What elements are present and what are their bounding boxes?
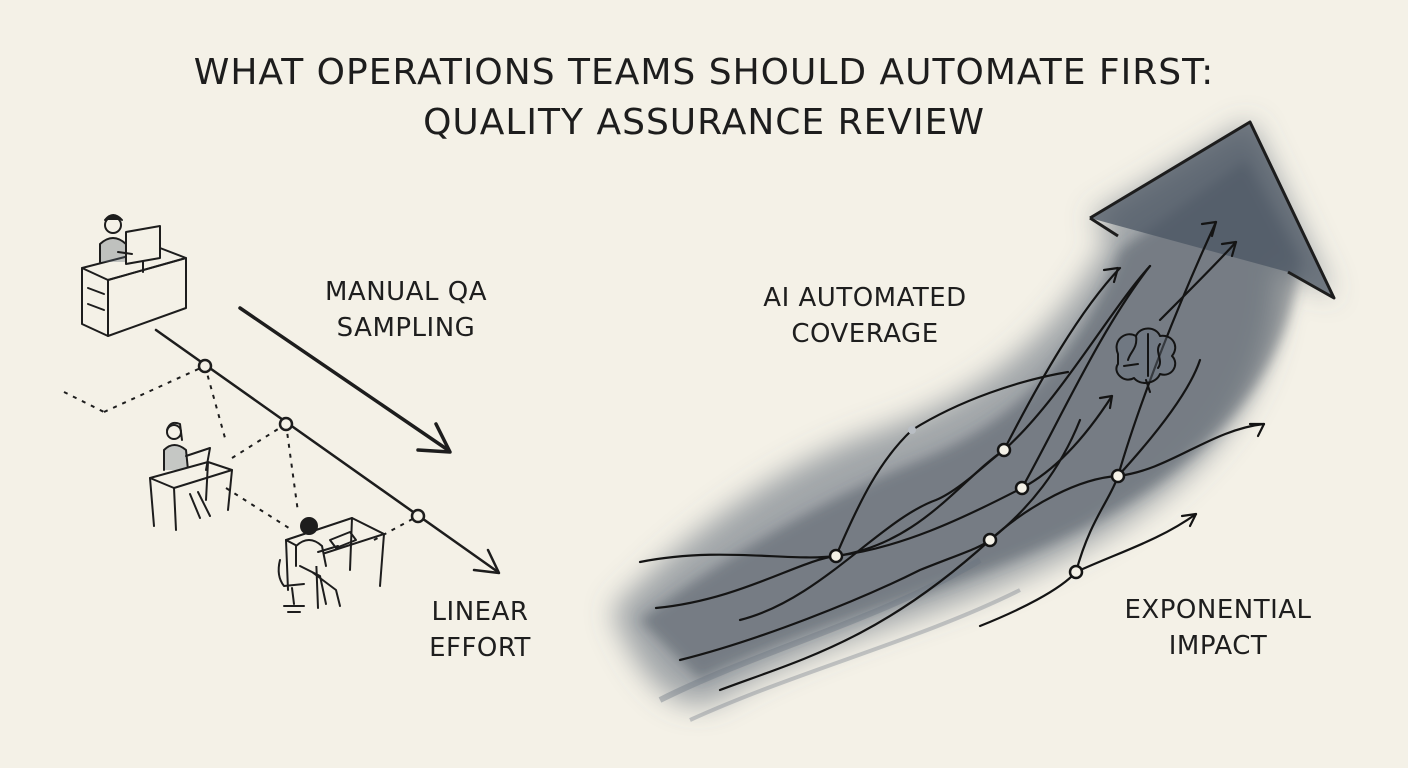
ai-coverage-label-line-2: COVERAGE xyxy=(791,319,939,349)
node xyxy=(1068,564,1084,580)
ai-coverage-label: AI AUTOMATED COVERAGE xyxy=(740,280,990,352)
exponential-impact-label-line-2: IMPACT xyxy=(1168,631,1268,661)
watercolor-arrow-wash xyxy=(612,120,1336,722)
manual-qa-label: MANUAL QA SAMPLING xyxy=(296,274,516,346)
exponential-impact-label: EXPONENTIAL IMPACT xyxy=(1108,592,1328,664)
exponential-impact-label-line-1: EXPONENTIAL xyxy=(1124,595,1312,625)
ai-coverage-section xyxy=(612,120,1336,722)
ai-coverage-label-line-1: AI AUTOMATED xyxy=(763,283,967,313)
linear-effort-label: LINEAR EFFORT xyxy=(400,594,560,666)
brain-icon xyxy=(1115,327,1177,393)
flow-arrowheads xyxy=(1098,220,1266,528)
node xyxy=(1014,480,1030,496)
linear-effort-label-line-2: EFFORT xyxy=(429,633,531,663)
person-at-laptop-icon xyxy=(149,421,233,531)
person-at-desktop-icon xyxy=(81,214,187,337)
coverage-nodes xyxy=(828,426,1126,580)
manual-qa-label-line-1: MANUAL QA xyxy=(325,277,487,307)
person-writing-icon xyxy=(277,517,385,613)
manual-qa-section xyxy=(63,214,501,613)
node xyxy=(996,442,1012,458)
linear-nodes xyxy=(197,358,426,524)
network-flow-lines xyxy=(638,220,1266,692)
node xyxy=(278,416,294,432)
node xyxy=(410,508,426,524)
title-line-1: WHAT OPERATIONS TEAMS SHOULD AUTOMATE FI… xyxy=(193,52,1215,93)
node xyxy=(908,426,916,434)
node xyxy=(197,358,213,374)
linear-effort-line xyxy=(154,328,501,575)
manual-qa-label-line-2: SAMPLING xyxy=(336,313,476,343)
dotted-connectors xyxy=(63,365,419,541)
node xyxy=(828,548,844,564)
manual-qa-arrow xyxy=(238,306,452,454)
linear-effort-label-line-1: LINEAR xyxy=(431,597,529,627)
node xyxy=(982,532,998,548)
page-title: WHAT OPERATIONS TEAMS SHOULD AUTOMATE FI… xyxy=(0,48,1408,148)
title-line-2: QUALITY ASSURANCE REVIEW xyxy=(423,102,985,143)
node xyxy=(1110,468,1126,484)
